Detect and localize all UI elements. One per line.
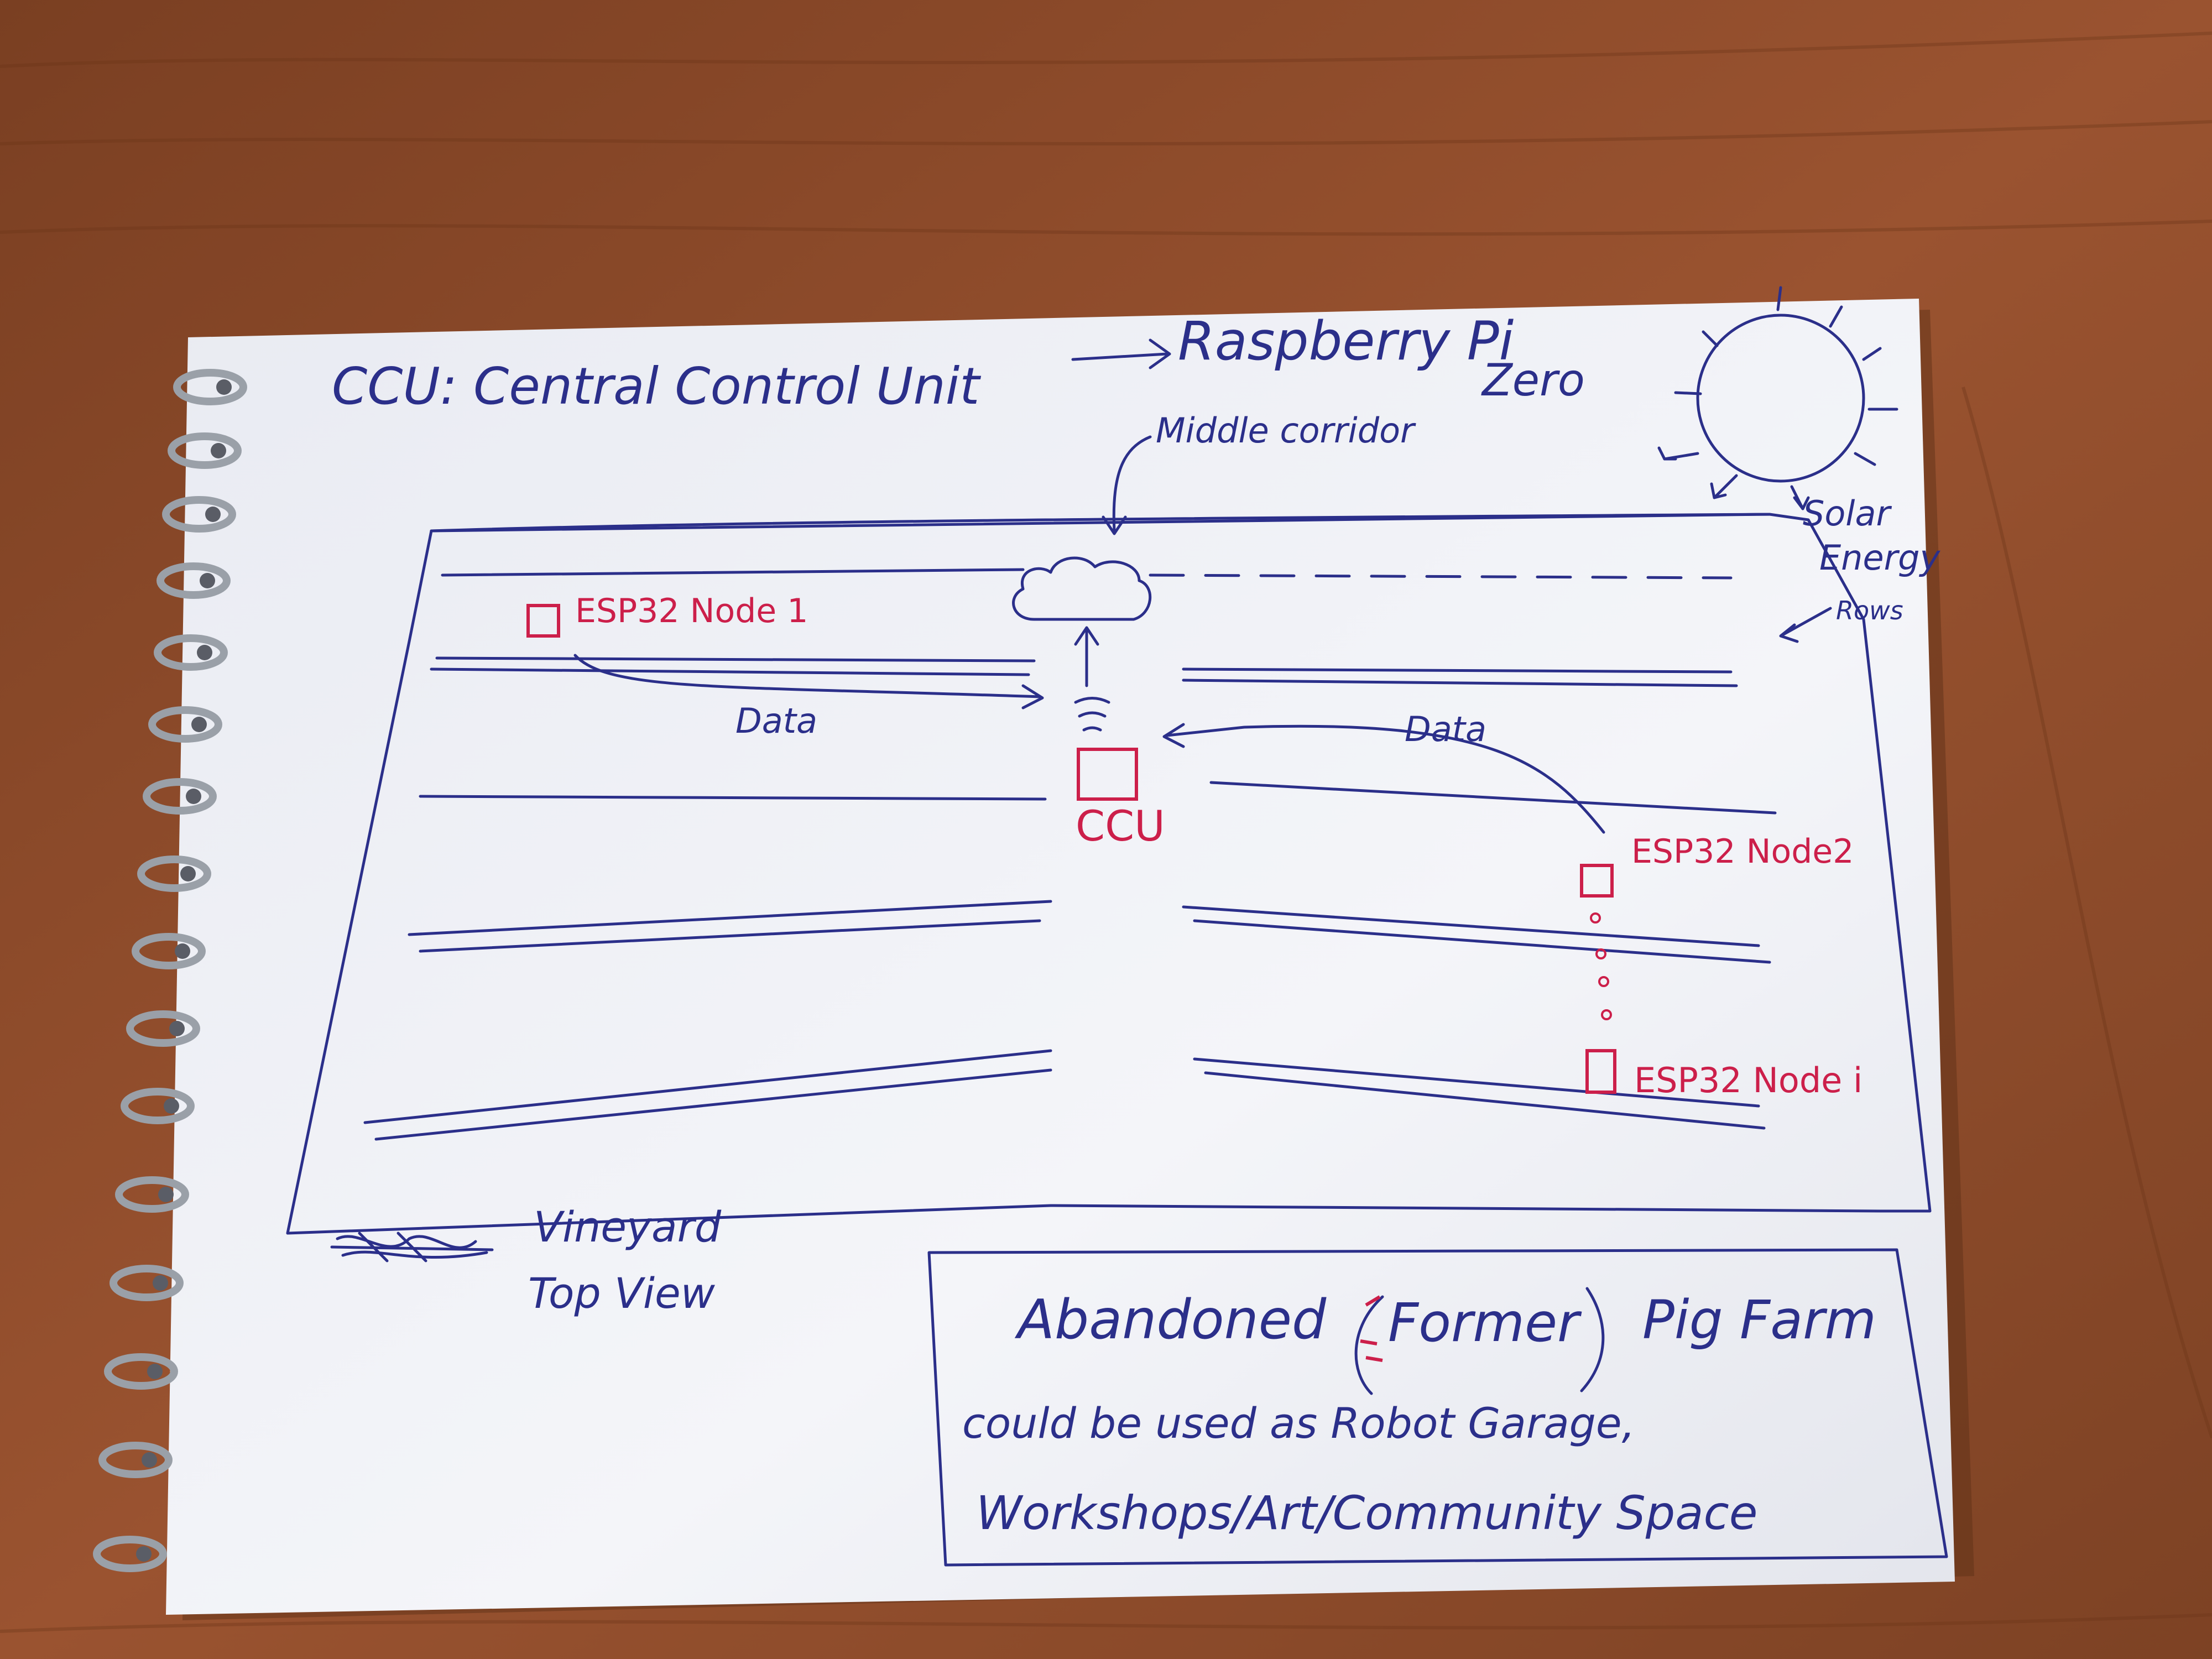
scribble-mark [330, 1232, 494, 1262]
middle-corridor-text: Middle corridor [1156, 410, 1416, 451]
sun-icon [1657, 286, 1898, 510]
rows-text: Rows [1836, 596, 1903, 625]
red-paren-mark [1360, 1295, 1383, 1362]
node2-data-arrow [1162, 723, 1605, 834]
top-view-text: Top View [528, 1269, 716, 1318]
vineyard-text: Vineyard [534, 1202, 722, 1251]
spiral-binding [93, 369, 247, 1572]
nodei-box [1585, 1049, 1616, 1094]
notebook-page [166, 299, 1955, 1615]
wood-grain [0, 32, 2212, 1633]
left-paren [1354, 1295, 1384, 1395]
node2-label: ESP32 Node2 [1631, 832, 1854, 871]
page-holes [136, 379, 232, 1562]
cloud-icon [1012, 556, 1152, 621]
title-text: CCU: Central Control Unit [332, 357, 981, 416]
right-paren [1580, 1287, 1605, 1392]
node1-label: ESP32 Node 1 [575, 592, 808, 630]
wifi-icon [1074, 697, 1110, 732]
pig-farm-box [927, 1248, 1948, 1567]
nodei-label: ESP32 Node i [1634, 1060, 1863, 1100]
cloud-uplink-arrow [1074, 626, 1099, 687]
title-arrow [1071, 338, 1171, 369]
data-right-label: Data [1405, 709, 1486, 749]
vineyard-top-line [430, 513, 1771, 533]
data-left-label: Data [735, 701, 817, 741]
vine-rows [363, 568, 1777, 1141]
raspberry-pi-text: Raspberry Pi [1178, 310, 1514, 372]
zero-text: Zero [1481, 354, 1585, 406]
rows-arrow [1779, 607, 1832, 643]
ccu-label: CCU [1076, 801, 1165, 851]
former-text: Former [1388, 1292, 1582, 1354]
energy-text: Energy [1819, 538, 1940, 578]
node1-box [526, 604, 560, 638]
abandoned-text: Abandoned [1014, 1288, 1327, 1352]
solar-text: Solar [1803, 493, 1892, 534]
box-line2-text: could be used as Robot Garage, [962, 1399, 1635, 1448]
ccu-box [1077, 748, 1138, 801]
node1-data-arrow [573, 654, 1044, 709]
node-chain-dots [1590, 912, 1612, 1020]
box-line3-text: Workshops/Art/Community Space [976, 1486, 1757, 1540]
node2-box [1580, 864, 1614, 898]
vineyard-outline [286, 513, 1932, 1235]
pig-farm-text: Pig Farm [1642, 1289, 1876, 1351]
